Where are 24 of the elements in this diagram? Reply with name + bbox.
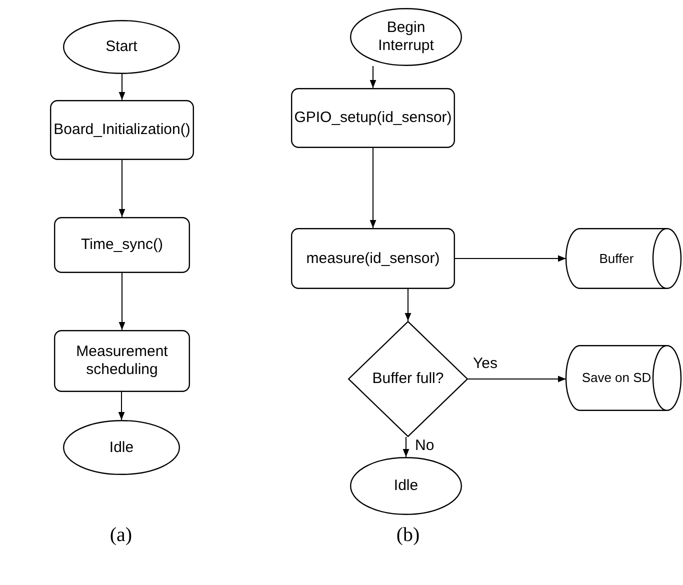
arrow <box>118 272 126 330</box>
arrow <box>118 160 126 218</box>
storage-cylinder: Buffer <box>566 228 681 289</box>
subfigure-caption: (b) <box>396 524 420 547</box>
decision-diamond: Buffer full? <box>348 321 468 437</box>
arrow <box>468 376 566 382</box>
arrow <box>370 66 376 88</box>
arrow <box>454 255 566 262</box>
process-box: Time_sync() <box>54 217 190 273</box>
arrow <box>370 148 376 228</box>
subfigure-caption: (a) <box>110 524 132 547</box>
terminal-ellipse: Begin Interrupt <box>350 8 462 66</box>
terminal-ellipse: Idle <box>63 420 180 475</box>
process-box: measure(id_sensor) <box>291 228 455 289</box>
process-box: Board_Initialization() <box>50 100 194 160</box>
terminal-ellipse: Idle <box>350 457 462 515</box>
arrow <box>118 74 126 100</box>
arrow <box>402 436 410 458</box>
storage-cylinder: Save on SD <box>566 345 681 411</box>
process-box: Measurement scheduling <box>54 330 190 392</box>
terminal-ellipse: Start <box>63 20 180 74</box>
arrow <box>118 392 125 420</box>
arrow <box>404 288 412 322</box>
process-box: GPIO_setup(id_sensor) <box>291 88 455 148</box>
